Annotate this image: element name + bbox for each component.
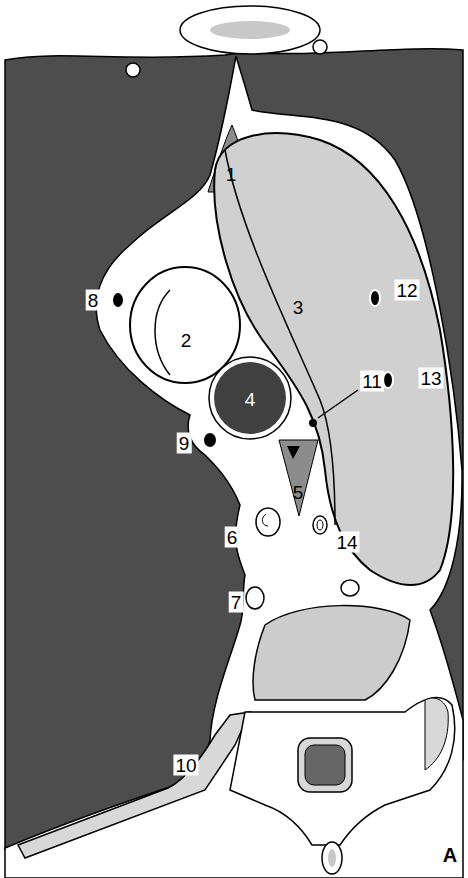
callout-number: 7 xyxy=(229,592,244,613)
callout-number: 13 xyxy=(418,368,443,389)
callout-number: 6 xyxy=(225,527,240,548)
callout-number: 3 xyxy=(291,297,306,318)
callout-number: 14 xyxy=(334,532,359,553)
callout-number: 1 xyxy=(224,164,239,185)
callout-number: A xyxy=(441,844,459,866)
callout-number: 9 xyxy=(177,433,192,454)
callout-number: 4 xyxy=(243,389,258,410)
callout-number: 8 xyxy=(86,290,101,311)
callout-number: 10 xyxy=(173,755,198,776)
callout-number: 2 xyxy=(179,330,194,351)
callout-number: 11 xyxy=(360,371,384,392)
callout-number: 12 xyxy=(394,280,419,301)
callout-number: 5 xyxy=(291,482,306,503)
